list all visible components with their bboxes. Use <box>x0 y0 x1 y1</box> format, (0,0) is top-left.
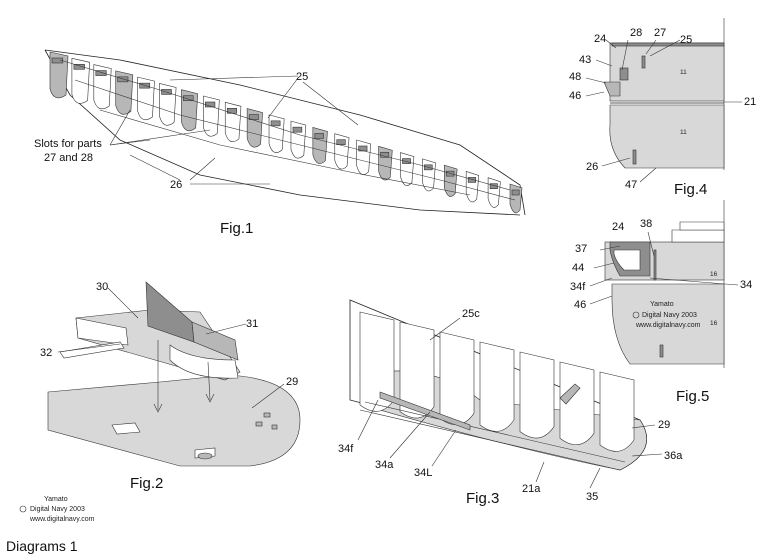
fig5-credit-url: www.digitalnavy.com <box>635 322 701 329</box>
fig4-label-46: 46 <box>569 90 581 102</box>
fig1-frame <box>290 120 307 159</box>
fig3-frame <box>559 361 595 445</box>
fig1-frame-slot <box>292 126 303 133</box>
fig4-mark-lower: 11 <box>680 129 687 136</box>
fig1-label-26: 26 <box>170 179 182 191</box>
fig3-label-21a: 21a <box>522 483 541 495</box>
fig4-mark-upper: 11 <box>680 69 687 76</box>
fig1-frame-slot <box>248 114 259 120</box>
fig4-caption: Fig.4 <box>674 181 707 198</box>
fig5-credit-name: Yamato <box>650 301 674 308</box>
fig3-label-34f: 34f <box>338 443 354 455</box>
fig4-label-43: 43 <box>579 54 591 66</box>
fig5-copyright-icon <box>632 311 640 319</box>
fig2-bow-deck-assembly <box>47 281 301 467</box>
fig3-frame <box>439 331 475 425</box>
fig1-frames <box>49 51 523 214</box>
fig3-label-34a: 34a <box>375 459 394 471</box>
fig1-frame-slot <box>117 76 129 83</box>
fig1-caption: Fig.1 <box>220 220 253 237</box>
fig3-frame <box>519 351 555 439</box>
fig1-frame-slot <box>336 139 346 146</box>
fig1-frame <box>378 145 393 181</box>
fig5-section-profile <box>589 200 739 368</box>
fig1-frame <box>443 164 458 197</box>
credit-line2: Digital Navy 2003 <box>30 506 85 513</box>
fig3-frame <box>599 371 635 452</box>
fig4-label-21: 21 <box>744 96 756 108</box>
credit-name: Yamato <box>44 496 68 503</box>
fig3-frame <box>399 321 435 419</box>
fig2-label-31: 31 <box>246 318 258 330</box>
fig4-label-26: 26 <box>586 161 598 173</box>
fig1-frame <box>49 51 69 99</box>
fig5-mark-lower: 16 <box>710 320 718 327</box>
fig1-frame-slot <box>183 95 194 102</box>
fig2-caption: Fig.2 <box>130 475 163 492</box>
fig5-label-38: 38 <box>640 218 652 230</box>
fig5-caption: Fig.5 <box>676 388 709 405</box>
credit-url: www.digitalnavy.com <box>29 516 95 523</box>
fig1-frame <box>465 171 480 203</box>
fig1-frame-slot <box>226 107 237 114</box>
fig4-label-28: 28 <box>630 27 642 39</box>
fig3-caption: Fig.3 <box>466 490 499 507</box>
fig1-frame <box>509 183 523 214</box>
fig5-label-34f: 34f <box>570 281 586 293</box>
fig1-frame <box>268 114 285 153</box>
fig1-frame-slot <box>73 63 85 70</box>
fig5-mark-upper: 16 <box>710 271 718 278</box>
fig5-label-44: 44 <box>572 262 584 274</box>
fig1-slots-label-line2: 27 and 28 <box>44 152 93 164</box>
fig3-label-36a: 36a <box>664 450 683 462</box>
fig1-frame <box>487 177 501 208</box>
fig1-hull-framework <box>44 49 526 216</box>
fig3-label-35: 35 <box>586 491 598 503</box>
fig3-label-29: 29 <box>658 419 670 431</box>
fig3-label-25c: 25c <box>462 308 480 320</box>
fig2-label-30: 30 <box>96 281 108 293</box>
fig1-frame-slot <box>380 151 390 158</box>
fig1-frame-slot <box>95 70 107 76</box>
fig1-frame-slot <box>402 158 411 164</box>
fig4-label-24: 24 <box>594 33 606 45</box>
fig5-label-24: 24 <box>612 221 624 233</box>
fig5-label-34: 34 <box>740 279 752 291</box>
fig3-bow-assembly <box>349 299 663 489</box>
fig4-label-48: 48 <box>569 71 581 83</box>
fig1-frame-slot <box>314 133 324 139</box>
fig1-frame <box>334 133 350 170</box>
fig1-frame-slot <box>511 189 520 196</box>
fig1-frame <box>356 139 371 175</box>
fig5-credit-line2: Digital Navy 2003 <box>642 312 697 319</box>
fig1-frame <box>312 127 328 164</box>
fig5-label-37: 37 <box>575 243 587 255</box>
fig4-label-25: 25 <box>680 34 692 46</box>
fig1-frame-slot <box>51 57 64 64</box>
fig2-label-29: 29 <box>286 376 298 388</box>
fig4-label-27: 27 <box>654 27 666 39</box>
fig3-frame <box>479 341 515 432</box>
fig1-frame-slot <box>270 120 281 127</box>
fig2-label-32: 32 <box>40 347 52 359</box>
fig5-label-46: 46 <box>574 299 586 311</box>
fig4-label-47: 47 <box>625 179 637 191</box>
fig1-label-25: 25 <box>296 71 308 83</box>
copyright-icon <box>19 505 27 513</box>
fig4-section-profile <box>585 18 742 183</box>
fig3-label-34L: 34L <box>414 467 432 479</box>
fig1-frame-slot <box>467 177 477 183</box>
fig1-slots-label-line1: Slots for parts <box>34 138 102 150</box>
fig1-frame <box>400 152 415 186</box>
fig3-frames <box>359 311 635 452</box>
page-title: Diagrams 1 <box>6 538 78 554</box>
